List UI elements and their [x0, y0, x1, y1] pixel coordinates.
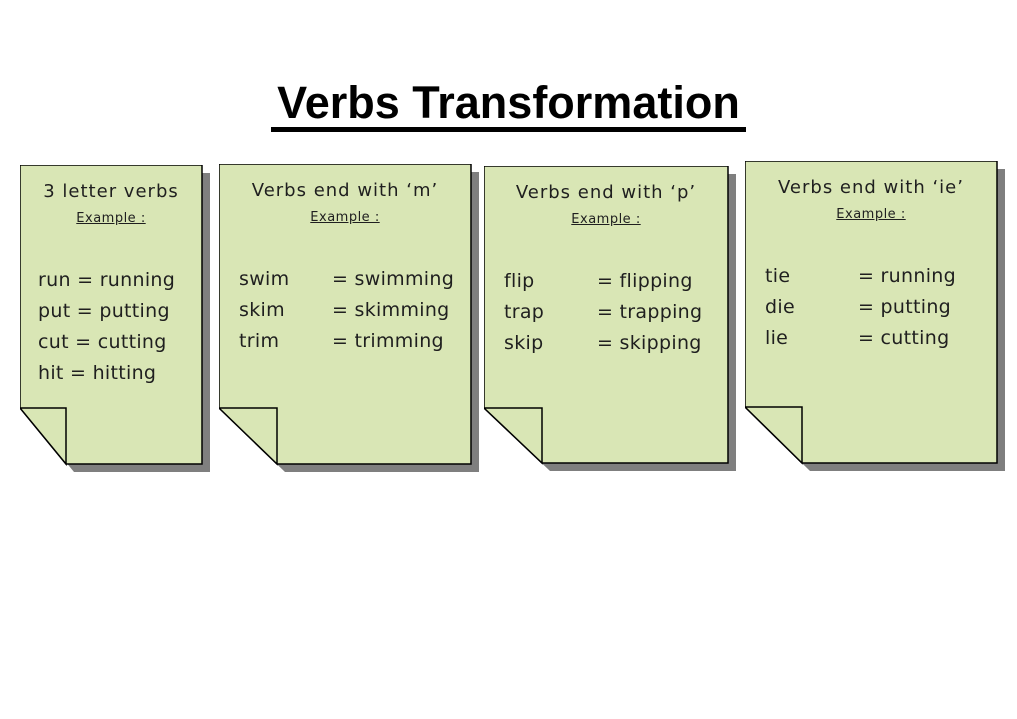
slide-title: Verbs Transformation [271, 80, 746, 132]
transformed-verb: = putting [858, 296, 952, 318]
verb: skip [504, 332, 544, 354]
example-line: run = running [38, 269, 176, 291]
verb: trim [239, 330, 280, 352]
card-example-list: run = running put = putting cut = cuttin… [20, 265, 202, 389]
note-card-verbs-end-ie: Verbs end with ‘ie’ Example : tie = runni… [745, 161, 1006, 472]
example-row: swim = swimming [239, 264, 471, 295]
example-row: die = putting [765, 292, 997, 323]
card-content: Verbs end with ‘m’ Example : swim = swimm… [219, 164, 471, 473]
note-card-verbs-end-m: Verbs end with ‘m’ Example : swim = swimm… [219, 164, 480, 473]
example-row: lie = cutting [765, 323, 997, 354]
verb: skim [239, 299, 285, 321]
note-card-shape [745, 161, 1005, 471]
card-title: Verbs end with ‘ie’ [778, 177, 964, 198]
note-card-shape [219, 164, 479, 472]
card-paper [20, 165, 203, 465]
card-title: Verbs end with ‘p’ [515, 182, 697, 203]
folded-corner [745, 406, 803, 465]
example-row: trap = trapping [504, 297, 728, 328]
card-title: Verbs end with ‘m’ [251, 180, 439, 201]
transformed-verb: = trimming [332, 330, 444, 352]
verb: die [765, 296, 795, 318]
card-example-label: Example : [836, 207, 906, 222]
card-content: Verbs end with ‘p’ Example : flip = flipp… [484, 166, 728, 472]
verb: tie [765, 265, 791, 287]
card-example-label: Example : [571, 212, 641, 227]
example-row: skim = skimming [239, 295, 471, 326]
transformed-verb: = skipping [597, 332, 702, 354]
card-example-list: swim = swimming skim = skimming trim = trim… [219, 264, 471, 357]
transformed-verb: = trapping [597, 301, 703, 323]
example-line: put = putting [38, 300, 170, 322]
example-row: trim = trimming [239, 326, 471, 357]
example-row: flip = flipping [504, 266, 728, 297]
card-content: Verbs end with ‘ie’ Example : tie = runni… [745, 161, 997, 472]
transformed-verb: = swimming [332, 268, 455, 290]
note-card-shape [484, 166, 736, 471]
folded-corner [219, 407, 278, 466]
card-paper [484, 166, 729, 464]
folded-corner [484, 407, 543, 465]
note-card-verbs-end-p: Verbs end with ‘p’ Example : flip = flipp… [484, 166, 737, 472]
transformed-verb: = cutting [858, 327, 950, 349]
verb: trap [504, 301, 545, 323]
example-line: cut = cutting [38, 331, 167, 353]
card-example-label: Example : [76, 211, 146, 226]
card-example-label: Example : [310, 210, 380, 225]
transformed-verb: = skimming [332, 299, 450, 321]
transformed-verb: = running [858, 265, 956, 287]
note-card-3-letter-verbs: 3 letter verbs Example : run = running p… [20, 165, 211, 473]
example-row: skip = skipping [504, 328, 728, 359]
verb: flip [504, 270, 535, 292]
example-row: tie = running [765, 261, 997, 292]
transformed-verb: = flipping [597, 270, 693, 292]
folded-corner [20, 407, 67, 467]
verb: swim [239, 268, 290, 290]
example-line: hit = hitting [38, 362, 157, 384]
note-card-shape [20, 165, 210, 472]
card-title: 3 letter verbs [43, 181, 179, 202]
card-paper [745, 161, 998, 464]
slide-title-area: Verbs Transformation [0, 80, 1017, 132]
verb: lie [765, 327, 789, 349]
card-example-list: tie = running die = putting lie = cutting [745, 261, 997, 354]
card-paper [219, 164, 472, 465]
card-example-list: flip = flipping trap = trapping skip = skip… [484, 266, 728, 359]
card-content: 3 letter verbs Example : run = running p… [20, 165, 202, 473]
